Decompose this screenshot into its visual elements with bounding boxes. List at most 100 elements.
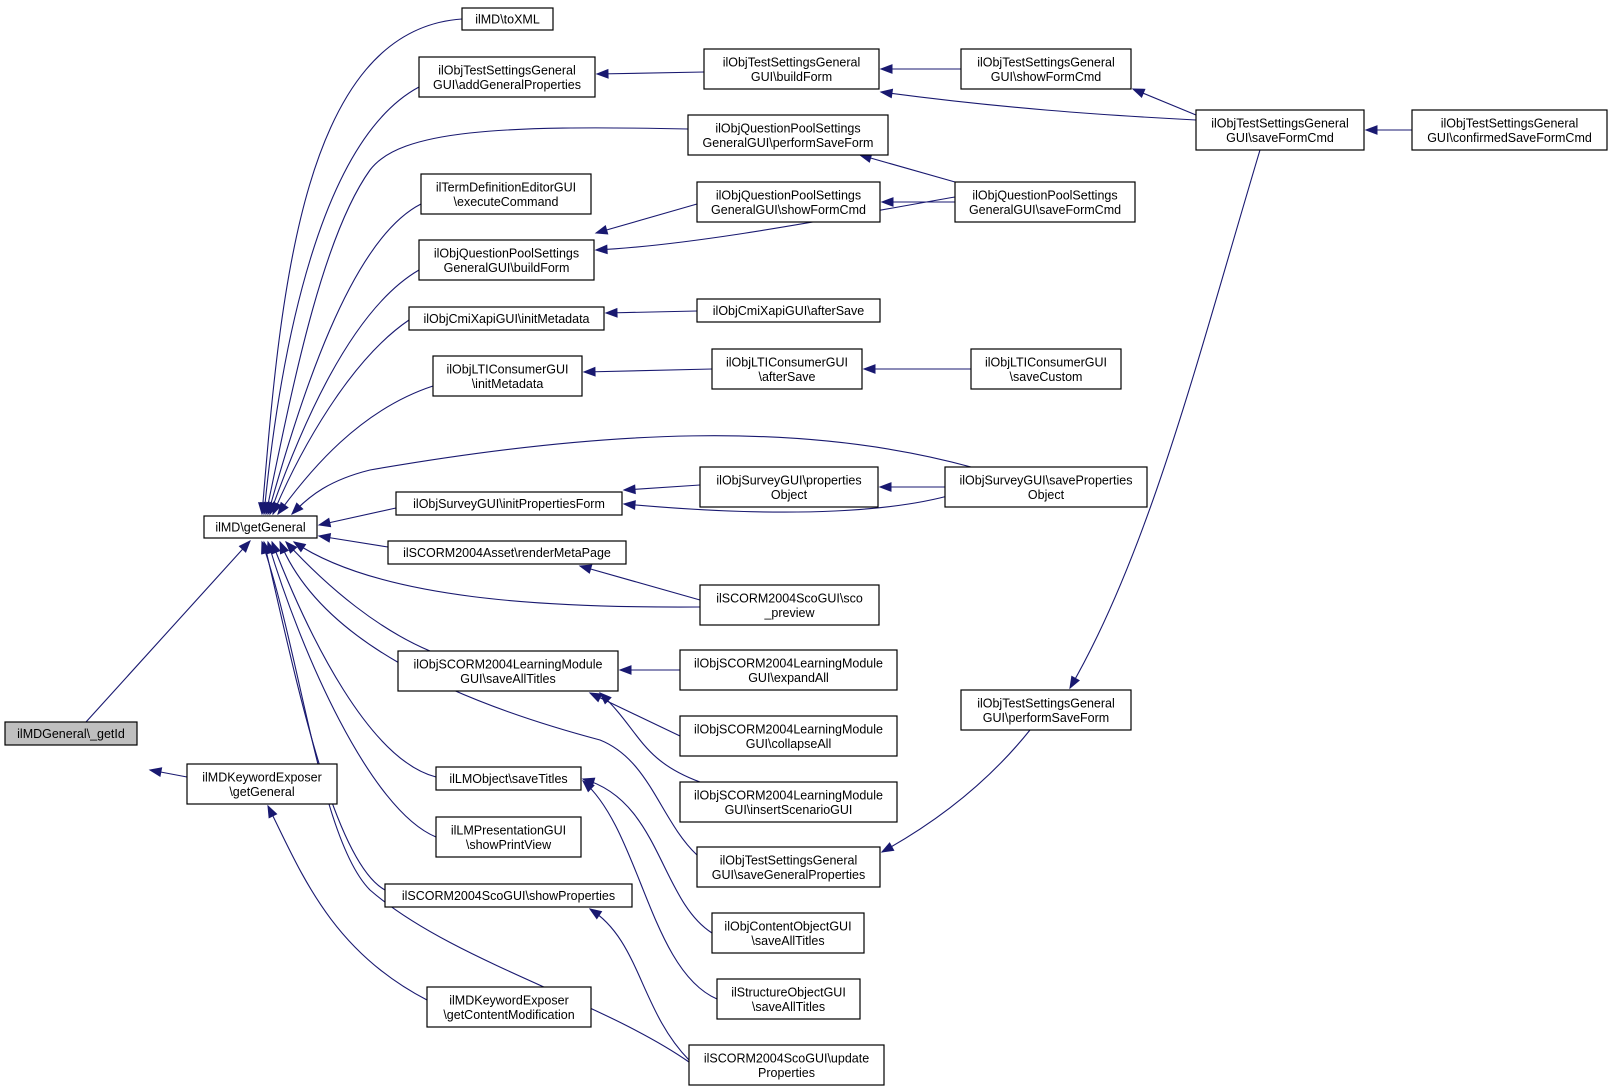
node-lm-pres-print[interactable]: ilLMPresentationGUI\showPrintView (435, 816, 582, 858)
node-lti-init-meta[interactable]: ilObjLTIConsumerGUI\initMetadata (432, 355, 583, 397)
node-box (960, 48, 1132, 90)
arrowhead-icon (317, 532, 332, 543)
arrowhead-icon (594, 225, 609, 235)
arrowhead-icon (1131, 88, 1146, 98)
node-label: GeneralGUI\showFormCmd (711, 203, 866, 217)
node-label: _preview (763, 606, 815, 620)
node-lti-after-save[interactable]: ilObjLTIConsumerGUI\afterSave (711, 348, 863, 390)
node-sco-show-props[interactable]: ilSCORM2004ScoGUI\showProperties (384, 883, 633, 908)
node-qp-build-form[interactable]: ilObjQuestionPoolSettingsGeneralGUI\buil… (418, 239, 595, 281)
node-label: ilObjQuestionPoolSettings (972, 188, 1117, 202)
node-lm-obj-save-titles[interactable]: ilLMObject\saveTitles (435, 766, 582, 791)
call-edge (1364, 125, 1412, 135)
node-term-exec[interactable]: ilTermDefinitionEditorGUI\executeCommand (420, 173, 592, 215)
call-edge-line (595, 196, 956, 251)
node-label: GUI\buildForm (751, 70, 832, 84)
call-edge (581, 780, 718, 1000)
node-box (384, 883, 633, 908)
call-edges (85, 18, 1412, 1063)
node-box (435, 816, 582, 858)
node-box (696, 846, 881, 888)
node-get-general[interactable]: ilMD\getGeneral (203, 515, 318, 539)
node-ts-save-gen-props[interactable]: ilObjTestSettingsGeneralGUI\saveGeneralP… (696, 846, 881, 888)
call-edge (588, 908, 690, 1061)
node-scorm-asset-render[interactable]: ilSCORM2004Asset\renderMetaPage (387, 540, 627, 565)
call-edge (604, 307, 698, 318)
call-edge (148, 767, 188, 778)
node-label: GUI\collapseAll (746, 737, 831, 751)
arrowhead-icon (622, 484, 636, 495)
node-cmi-after-save[interactable]: ilObjCmiXapiGUI\afterSave (696, 298, 881, 323)
call-edge-line (599, 692, 701, 783)
node-label: GUI\showFormCmd (991, 70, 1101, 84)
node-lm-expand-all[interactable]: ilObjSCORM2004LearningModuleGUI\expandAl… (679, 649, 898, 691)
call-edge (879, 88, 1197, 121)
call-edge-line (1069, 149, 1261, 689)
node-label: ilSCORM2004ScoGUI\sco (716, 591, 863, 605)
node-label: \executeCommand (454, 195, 559, 209)
call-edge-line (595, 203, 698, 234)
node-kw-get-general[interactable]: ilMDKeywordExposer\getGeneral (186, 763, 338, 805)
node-to-x-m-l[interactable]: ilMD\toXML (461, 7, 554, 31)
call-nodes: ilMDGeneral\_getId ilMD\getGeneral ilMDKey… (4, 7, 1608, 1086)
node-label: ilObjTestSettingsGeneral (977, 696, 1115, 710)
node-lm-collapse-all[interactable]: ilObjSCORM2004LearningModuleGUI\collapse… (679, 715, 898, 757)
call-edge (622, 484, 701, 495)
node-label: ilObjQuestionPoolSettings (716, 188, 861, 202)
node-label: ilMDGeneral\_getId (17, 727, 125, 741)
node-qp-show-form-cmd[interactable]: ilObjQuestionPoolSettingsGeneralGUI\show… (696, 181, 881, 223)
node-label: GUI\insertScenarioGUI (725, 803, 853, 817)
node-survey-init-props[interactable]: ilObjSurveyGUI\initPropertiesForm (395, 491, 623, 516)
call-edge-line (318, 507, 397, 526)
node-lti-save-custom[interactable]: ilObjLTIConsumerGUI\saveCustom (970, 348, 1122, 390)
node-label: \getGeneral (229, 785, 294, 799)
node-label: ilObjSurveyGUI\saveProperties (960, 473, 1133, 487)
call-edge-line (263, 541, 386, 891)
arrowhead-icon (277, 501, 289, 516)
node-label: GUI\saveFormCmd (1226, 131, 1334, 145)
call-edge-line (267, 541, 437, 838)
node-label: ilSCORM2004ScoGUI\showProperties (402, 889, 615, 903)
call-edge (277, 385, 434, 516)
node-ts-perform-save[interactable]: ilObjTestSettingsGeneralGUI\performSaveF… (960, 689, 1132, 731)
node-so-save-all-titles[interactable]: ilStructureObjectGUI\saveAllTitles (716, 978, 861, 1020)
arrowhead-icon (622, 500, 636, 510)
node-label: ilObjCmiXapiGUI\initMetadata (423, 312, 589, 326)
arrowhead-icon (595, 68, 609, 79)
call-edge-line (583, 368, 713, 373)
node-get-id[interactable]: ilMDGeneral\_getId (4, 721, 138, 746)
node-sco-preview[interactable]: ilSCORM2004ScoGUI\sco_preview (699, 584, 880, 626)
node-box (420, 173, 592, 215)
node-kw-get-content-mod[interactable]: ilMDKeywordExposer\getContentModificatio… (426, 986, 592, 1028)
call-edge (858, 153, 956, 183)
node-label: ilObjLTIConsumerGUI (985, 355, 1107, 369)
node-label: Object (1028, 488, 1065, 502)
node-add-gen-props[interactable]: ilObjTestSettingsGeneralGUI\addGeneralPr… (418, 56, 596, 98)
arrowhead-icon (317, 517, 332, 528)
node-cmi-init-meta[interactable]: ilObjCmiXapiGUI\initMetadata (408, 306, 605, 331)
node-ts-confirmed-save[interactable]: ilObjTestSettingsGeneralGUI\confirmedSav… (1411, 109, 1608, 151)
node-qp-save-form-cmd[interactable]: ilObjQuestionPoolSettingsGeneralGUI\save… (954, 181, 1136, 223)
node-lm-insert-scenario[interactable]: ilObjSCORM2004LearningModuleGUI\insertSc… (679, 781, 898, 823)
arrowhead-icon (588, 908, 603, 920)
node-label: GeneralGUI\performSaveForm (703, 136, 874, 150)
call-edge (598, 692, 701, 783)
arrowhead-icon (594, 244, 608, 255)
node-lm-save-all-titles[interactable]: ilObjSCORM2004LearningModuleGUI\saveAllT… (397, 650, 619, 692)
node-box (1195, 109, 1365, 151)
node-qp-perform-save[interactable]: ilObjQuestionPoolSettingsGeneralGUI\perf… (687, 114, 889, 156)
call-edge (317, 532, 389, 548)
call-edge-line (271, 541, 437, 778)
node-label: ilObjSurveyGUI\properties (716, 473, 861, 487)
call-edge-line (279, 541, 698, 856)
node-label: ilObjSCORM2004LearningModule (414, 657, 603, 671)
arrowhead-icon (267, 804, 278, 819)
node-co-save-all-titles[interactable]: ilObjContentObjectGUI\saveAllTitles (711, 912, 865, 954)
node-box (387, 540, 627, 565)
